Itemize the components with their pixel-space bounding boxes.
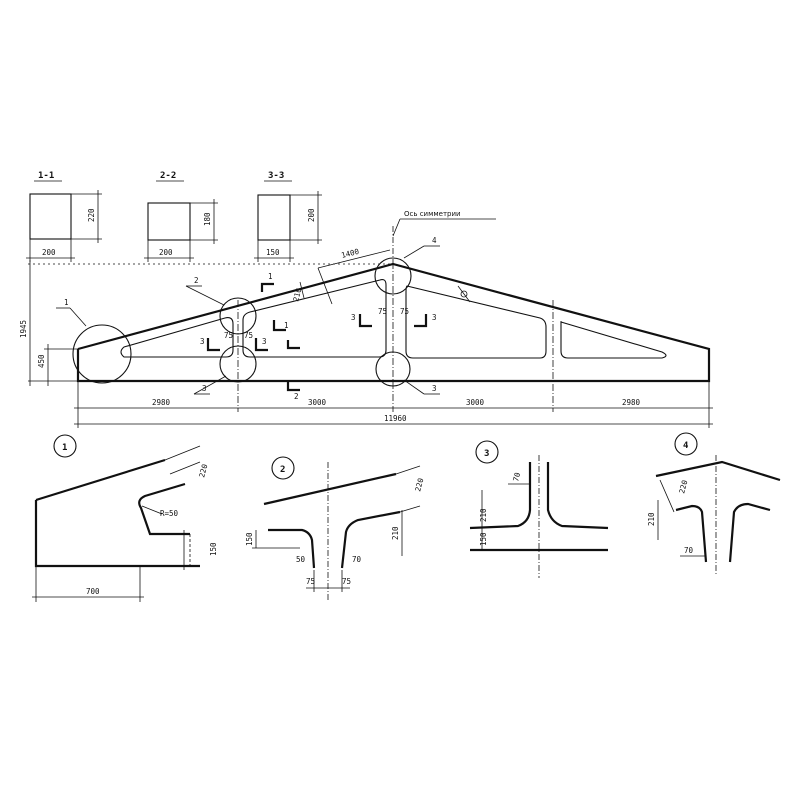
total-span: 11960	[384, 414, 407, 423]
detail-number: 2	[280, 465, 285, 475]
truss-elevation: 1 2 3 4 3 1 1 2 3 3 3 3 75 75 75 75	[19, 236, 713, 428]
detail-dim: 150	[479, 532, 488, 546]
detail-dim: 75	[342, 577, 351, 586]
cut-mark: 3	[351, 313, 356, 322]
section-3-3: 3-3 200 150	[254, 171, 322, 262]
detail-3: 3 70 210 150	[469, 440, 609, 578]
section-width: 200	[159, 248, 173, 257]
callout-label: 2	[194, 276, 199, 285]
detail-dim: 150	[209, 542, 218, 556]
section-title: 2-2	[160, 171, 176, 181]
section-height: 180	[203, 212, 212, 226]
detail-1: 1 220 R=50 150 700	[32, 434, 218, 602]
web-width: 75	[224, 331, 233, 340]
section-height: 200	[307, 208, 316, 222]
detail-dim: 220	[677, 479, 689, 495]
cut-mark: 3	[200, 337, 205, 346]
detail-number: 1	[62, 443, 67, 453]
span-dimension: 2980	[622, 398, 641, 407]
axis-label: Ось симметрии	[404, 210, 461, 218]
web-width: 75	[400, 307, 409, 316]
section-title: 1-1	[38, 171, 54, 181]
detail-dim: 210	[479, 508, 488, 522]
span-dimension: 3000	[466, 398, 485, 407]
detail-dim: 150	[245, 532, 254, 546]
section-height: 220	[87, 208, 96, 222]
top-depth: 210	[291, 287, 303, 303]
cut-mark: 1	[268, 272, 273, 281]
detail-2: 2 150 220 210 50 70 75 75	[245, 456, 426, 600]
callout-label: 3	[202, 384, 207, 393]
symmetry-axis-note: Ось симметрии	[392, 210, 496, 262]
detail-dim: 50	[296, 555, 306, 564]
cut-mark: 3	[432, 313, 437, 322]
detail-dim: 210	[647, 512, 656, 526]
detail-number: 3	[484, 449, 489, 459]
detail-4: 4 220 210 70	[647, 432, 781, 575]
callout-label: 4	[432, 236, 437, 245]
callout-label: 3	[432, 384, 437, 393]
detail-dim: 220	[197, 463, 209, 479]
detail-dim: R=50	[160, 509, 179, 518]
section-width: 150	[266, 248, 280, 257]
total-height: 1945	[19, 320, 28, 338]
section-1-1: 1-1 220 200	[26, 171, 102, 262]
detail-dim: 75	[306, 577, 315, 586]
detail-dim: 70	[684, 546, 694, 555]
detail-dim: 700	[86, 587, 100, 596]
web-width: 75	[244, 331, 253, 340]
cut-mark: 3	[262, 337, 267, 346]
top-panel: 1400	[340, 247, 360, 260]
span-dimension: 3000	[308, 398, 327, 407]
callout-label: 1	[64, 298, 69, 307]
detail-number: 4	[683, 441, 689, 451]
section-2-2: 2-2 180 200	[144, 171, 218, 262]
span-dimension: 2980	[152, 398, 171, 407]
section-width: 200	[42, 248, 56, 257]
web-width: 75	[378, 307, 387, 316]
cut-mark: 1	[284, 321, 289, 330]
detail-dim: 210	[391, 526, 400, 540]
detail-dim: 220	[413, 477, 425, 493]
end-height: 450	[37, 354, 46, 368]
section-title: 3-3	[268, 171, 284, 181]
detail-dim: 70	[511, 471, 522, 483]
cut-mark: 2	[294, 392, 299, 401]
detail-dim: 70	[352, 555, 362, 564]
